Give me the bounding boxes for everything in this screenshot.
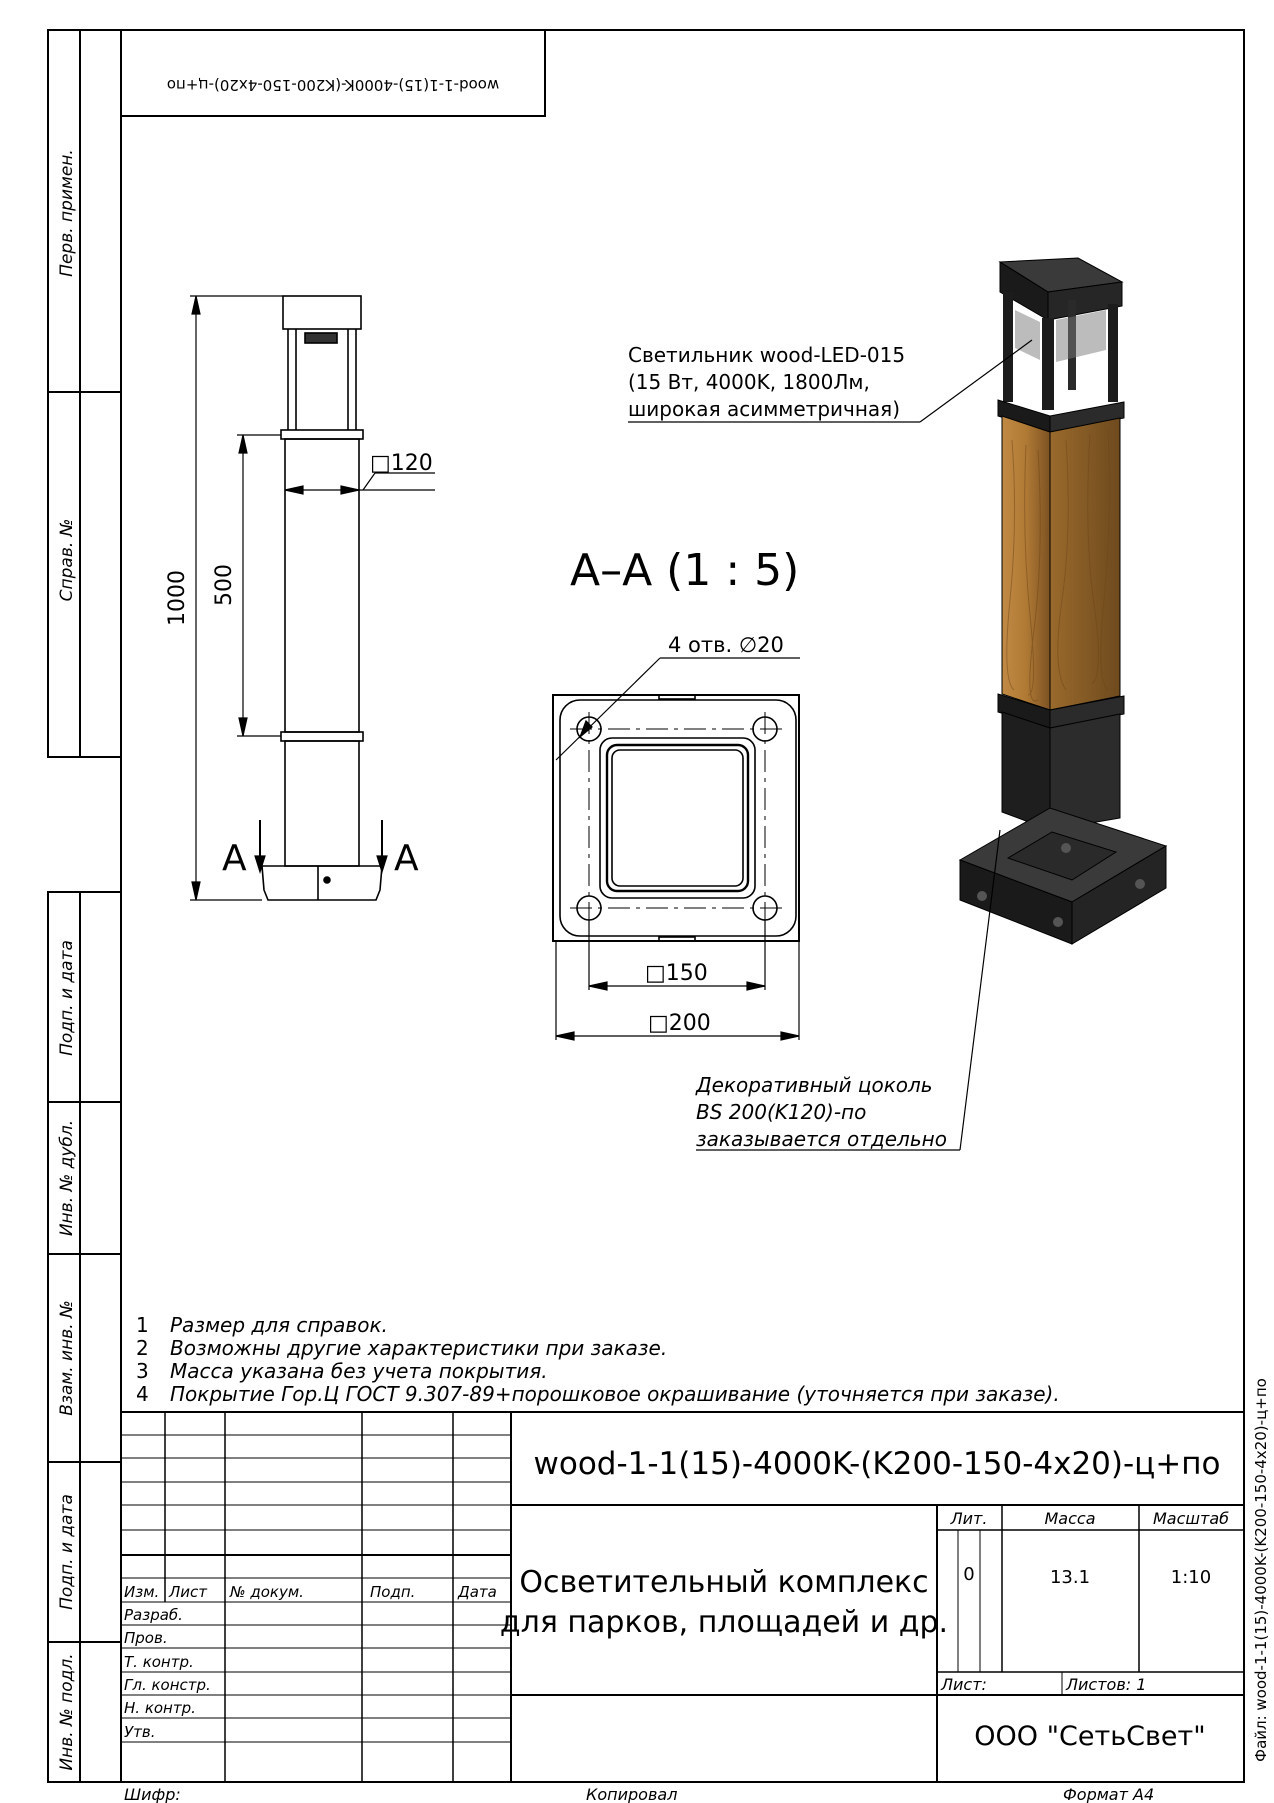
side-view-dimensions bbox=[190, 295, 435, 901]
note-number-1: 1 bbox=[136, 1313, 149, 1337]
tb-role-glkonstr: Гл. констр. bbox=[124, 1676, 211, 1694]
label-sprav-no: Справ. № bbox=[57, 519, 77, 602]
section-title: A–A (1 : 5) bbox=[570, 545, 799, 596]
note-text-3: Масса указана без учета покрытия. bbox=[170, 1359, 548, 1383]
section-centerlines bbox=[570, 712, 784, 926]
tb-lit-label: Лит. bbox=[950, 1509, 988, 1528]
label-podp-data-2: Подп. и дата bbox=[57, 1494, 77, 1610]
base-line-3: заказывается отдельно bbox=[696, 1127, 947, 1151]
note-number-4: 4 bbox=[136, 1382, 149, 1406]
label-perv-primen: Перв. примен. bbox=[57, 149, 77, 277]
notes: 1 Размер для справок. 2 Возможны другие … bbox=[136, 1313, 1060, 1406]
tb-name-line-1: Осветительный комплекс bbox=[519, 1565, 928, 1600]
section-holes: 4 отв. ∅20 bbox=[668, 633, 784, 657]
tb-role-nkontr: Н. контр. bbox=[124, 1699, 196, 1717]
dim-wood: 500 bbox=[212, 564, 237, 606]
tb-kopiroval: Копировал bbox=[586, 1785, 677, 1803]
luminaire-line-3: широкая асимметричная) bbox=[628, 397, 900, 421]
section-dim-outer: □200 bbox=[648, 1011, 711, 1036]
note-text-4: Покрытие Гор.Ц ГОСТ 9.307-89+порошковое … bbox=[170, 1382, 1060, 1406]
tb-role-razrab: Разраб. bbox=[124, 1606, 183, 1624]
section-dim-inner: □150 bbox=[645, 961, 708, 986]
tb-designation: wood-1-1(15)-4000K-(K200-150-4x20)-ц+по bbox=[534, 1446, 1221, 1482]
note-number-3: 3 bbox=[136, 1359, 149, 1383]
title-block-grid bbox=[121, 1411, 1244, 1782]
tb-format: Формат А4 bbox=[1063, 1785, 1154, 1803]
label-podp-data-1: Подп. и дата bbox=[57, 940, 77, 1056]
tb-sheet-label: Лист: bbox=[940, 1675, 987, 1694]
tb-name-line-2: для парков, площадей и др. bbox=[500, 1605, 948, 1640]
tb-role-tkontr: Т. контр. bbox=[124, 1653, 194, 1671]
luminaire-line-2: (15 Вт, 4000K, 1800Лм, bbox=[628, 370, 870, 394]
base-line-2: BS 200(K120)-по bbox=[696, 1100, 866, 1124]
tb-role-utv: Утв. bbox=[124, 1723, 156, 1741]
note-number-2: 2 bbox=[136, 1336, 149, 1360]
label-inv-dubl: Инв. № дубл. bbox=[57, 1120, 77, 1236]
tb-lit-value: 0 bbox=[963, 1564, 974, 1585]
tb-massa-label: Масса bbox=[1044, 1509, 1095, 1528]
tb-massa-value: 13.1 bbox=[1050, 1567, 1090, 1588]
tb-col-izm: Изм. bbox=[124, 1583, 159, 1601]
tb-col-podp: Подп. bbox=[370, 1583, 415, 1601]
left-margin-labels: Перв. примен. Справ. № Подп. и дата Инв.… bbox=[57, 149, 77, 1770]
tb-scale-value: 1:10 bbox=[1171, 1567, 1211, 1588]
tb-col-doc: № докум. bbox=[229, 1583, 304, 1601]
dim-width: □120 bbox=[370, 451, 433, 476]
section-view bbox=[552, 694, 800, 942]
tb-sheets-label: Листов: 1 bbox=[1065, 1675, 1146, 1694]
base-line-1: Декоративный цоколь bbox=[695, 1073, 933, 1097]
callout-leaders bbox=[628, 339, 1033, 1151]
luminaire-3d-view bbox=[958, 257, 1168, 945]
top-stamp: wood-1-1(15)-4000K-(K200-150-4x20)-ц+по bbox=[167, 76, 499, 94]
title-block: wood-1-1(15)-4000K-(K200-150-4x20)-ц+по … bbox=[124, 1446, 1229, 1803]
tb-shifr: Шифр: bbox=[124, 1785, 181, 1803]
tb-col-data: Дата bbox=[457, 1583, 497, 1601]
section-dimensions bbox=[555, 657, 800, 1041]
tb-role-prov: Пров. bbox=[124, 1629, 168, 1647]
tb-scale-label: Масштаб bbox=[1153, 1509, 1229, 1528]
luminaire-line-1: Светильник wood-LED-015 bbox=[628, 343, 905, 367]
luminaire-callout: Светильник wood-LED-015 (15 Вт, 4000K, 1… bbox=[628, 343, 905, 421]
side-view bbox=[261, 295, 383, 901]
tb-col-list: Лист bbox=[168, 1583, 208, 1601]
base-callout: Декоративный цоколь BS 200(K120)-по зака… bbox=[695, 1073, 947, 1151]
dim-total: 1000 bbox=[165, 570, 190, 626]
section-mark-right: A bbox=[394, 838, 419, 879]
tb-company: ООО "СетьСвет" bbox=[974, 1721, 1205, 1752]
side-file-label: Файл: wood-1-1(15)-4000K-(K200-150-4x20)… bbox=[1252, 1378, 1270, 1762]
section-mark-left: A bbox=[222, 838, 247, 879]
sheet-frame bbox=[47, 29, 1245, 1783]
note-text-1: Размер для справок. bbox=[170, 1313, 388, 1337]
label-inv-podl: Инв. № подл. bbox=[57, 1653, 77, 1770]
note-text-2: Возможны другие характеристики при заказ… bbox=[170, 1336, 667, 1360]
label-vzam-inv: Взам. инв. № bbox=[57, 1300, 77, 1415]
